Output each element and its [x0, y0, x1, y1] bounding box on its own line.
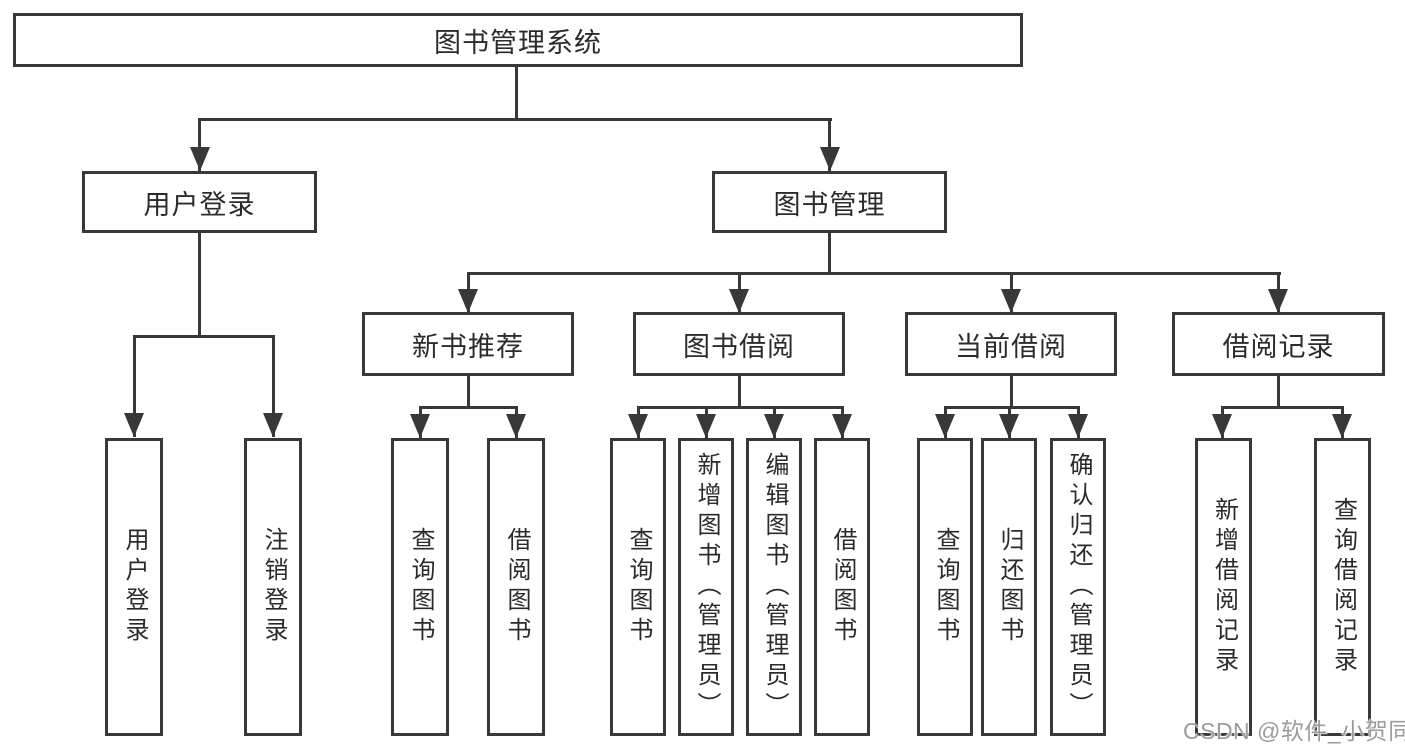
arrow-down-icon: [832, 414, 852, 438]
leaf-borrow-books-label: 借阅图书: [829, 527, 856, 647]
node-book-management: 图书管理: [712, 171, 947, 233]
node-current-borrow-label: 当前借阅: [955, 331, 1067, 362]
connector-group-hline: [944, 406, 1079, 409]
leaf-logout-label: 注销登录: [260, 527, 287, 647]
leaf-return-book: 归还图书: [981, 438, 1037, 736]
leaf-user-login-label: 用户登录: [121, 527, 148, 647]
leaf-query-borrow-record-label: 查询借阅记录: [1329, 497, 1357, 677]
leaf-query-books-borrow: 查询图书: [610, 438, 666, 736]
leaf-query-books-current-label: 查询图书: [932, 527, 959, 647]
arrow-down-icon: [820, 147, 840, 171]
leaf-borrow-books-recommend: 借阅图书: [487, 438, 545, 736]
connector-group-hline: [637, 406, 843, 409]
leaf-query-books-recommend-label: 查询图书: [407, 527, 434, 647]
leaf-query-books-borrow-label: 查询图书: [625, 527, 652, 647]
arrow-down-icon: [506, 414, 526, 438]
leaf-user-login: 用户登录: [105, 438, 163, 736]
arrow-down-icon: [458, 289, 478, 313]
connector-level1-hline: [198, 118, 832, 121]
leaf-add-borrow-record: 新增借阅记录: [1195, 438, 1252, 736]
arrow-down-icon: [999, 414, 1019, 438]
node-new-book-recommend: 新书推荐: [362, 312, 574, 376]
connector-stem: [467, 376, 470, 409]
connector-user-hline: [133, 335, 275, 338]
leaf-edit-book-admin: 编辑图书（管理员）: [746, 438, 802, 736]
connector-drop: [133, 335, 136, 437]
arrow-down-icon: [1212, 414, 1232, 438]
node-new-book-recommend-label: 新书推荐: [412, 331, 524, 362]
connector-level2-hline: [467, 272, 1281, 275]
node-book-borrow-label: 图书借阅: [683, 331, 795, 362]
connector-stem: [738, 376, 741, 409]
arrow-down-icon: [729, 289, 749, 313]
arrow-down-icon: [1332, 414, 1352, 438]
node-user-login-label: 用户登录: [143, 189, 256, 220]
node-current-borrow: 当前借阅: [905, 312, 1117, 376]
arrow-down-icon: [696, 414, 716, 438]
leaf-confirm-return-admin: 确认归还（管理员）: [1050, 438, 1106, 736]
arrow-down-icon: [410, 414, 430, 438]
leaf-confirm-return-admin-label: 确认归还（管理员）: [1065, 452, 1092, 722]
connector-group-hline: [419, 406, 518, 409]
arrow-down-icon: [124, 413, 144, 437]
arrow-down-icon: [1001, 289, 1021, 313]
leaf-add-borrow-record-label: 新增借阅记录: [1210, 497, 1238, 677]
arrow-down-icon: [935, 414, 955, 438]
node-borrow-records-label: 借阅记录: [1222, 331, 1335, 362]
arrow-down-icon: [628, 414, 648, 438]
node-book-management-label: 图书管理: [773, 189, 886, 220]
leaf-edit-book-admin-label: 编辑图书（管理员）: [761, 452, 788, 722]
connector-root-stem: [515, 66, 518, 121]
connector-user-login-drop: [198, 118, 201, 171]
leaf-add-book-admin-label: 新增图书（管理员）: [693, 452, 720, 722]
arrow-down-icon: [1068, 414, 1088, 438]
connector-drop: [272, 335, 275, 437]
node-book-borrow: 图书借阅: [633, 312, 845, 376]
leaf-logout: 注销登录: [244, 438, 302, 736]
node-borrow-records: 借阅记录: [1172, 312, 1385, 376]
connector-user-stem: [198, 233, 201, 335]
leaf-return-book-label: 归还图书: [996, 527, 1023, 647]
csdn-watermark: CSDN @软件_小贺同学: [1183, 718, 1405, 744]
arrow-down-icon: [190, 147, 210, 171]
leaf-borrow-books: 借阅图书: [814, 438, 870, 736]
node-user-login: 用户登录: [82, 171, 317, 233]
arrow-down-icon: [1268, 289, 1288, 313]
connector-group-hline: [1221, 406, 1343, 409]
node-root-label: 图书管理系统: [434, 27, 602, 58]
leaf-add-book-admin: 新增图书（管理员）: [678, 438, 734, 736]
connector-book-mgmt-drop: [828, 118, 831, 171]
leaf-query-borrow-record: 查询借阅记录: [1314, 438, 1371, 736]
connector-stem: [1010, 376, 1013, 409]
leaf-query-books-recommend: 查询图书: [391, 438, 449, 736]
leaf-query-books-current: 查询图书: [917, 438, 973, 736]
connector-stem: [1277, 376, 1280, 409]
connector-mgmt-stem: [828, 233, 831, 275]
node-root: 图书管理系统: [13, 13, 1023, 67]
leaf-borrow-books-recommend-label: 借阅图书: [503, 527, 530, 647]
arrow-down-icon: [263, 413, 283, 437]
arrow-down-icon: [764, 414, 784, 438]
